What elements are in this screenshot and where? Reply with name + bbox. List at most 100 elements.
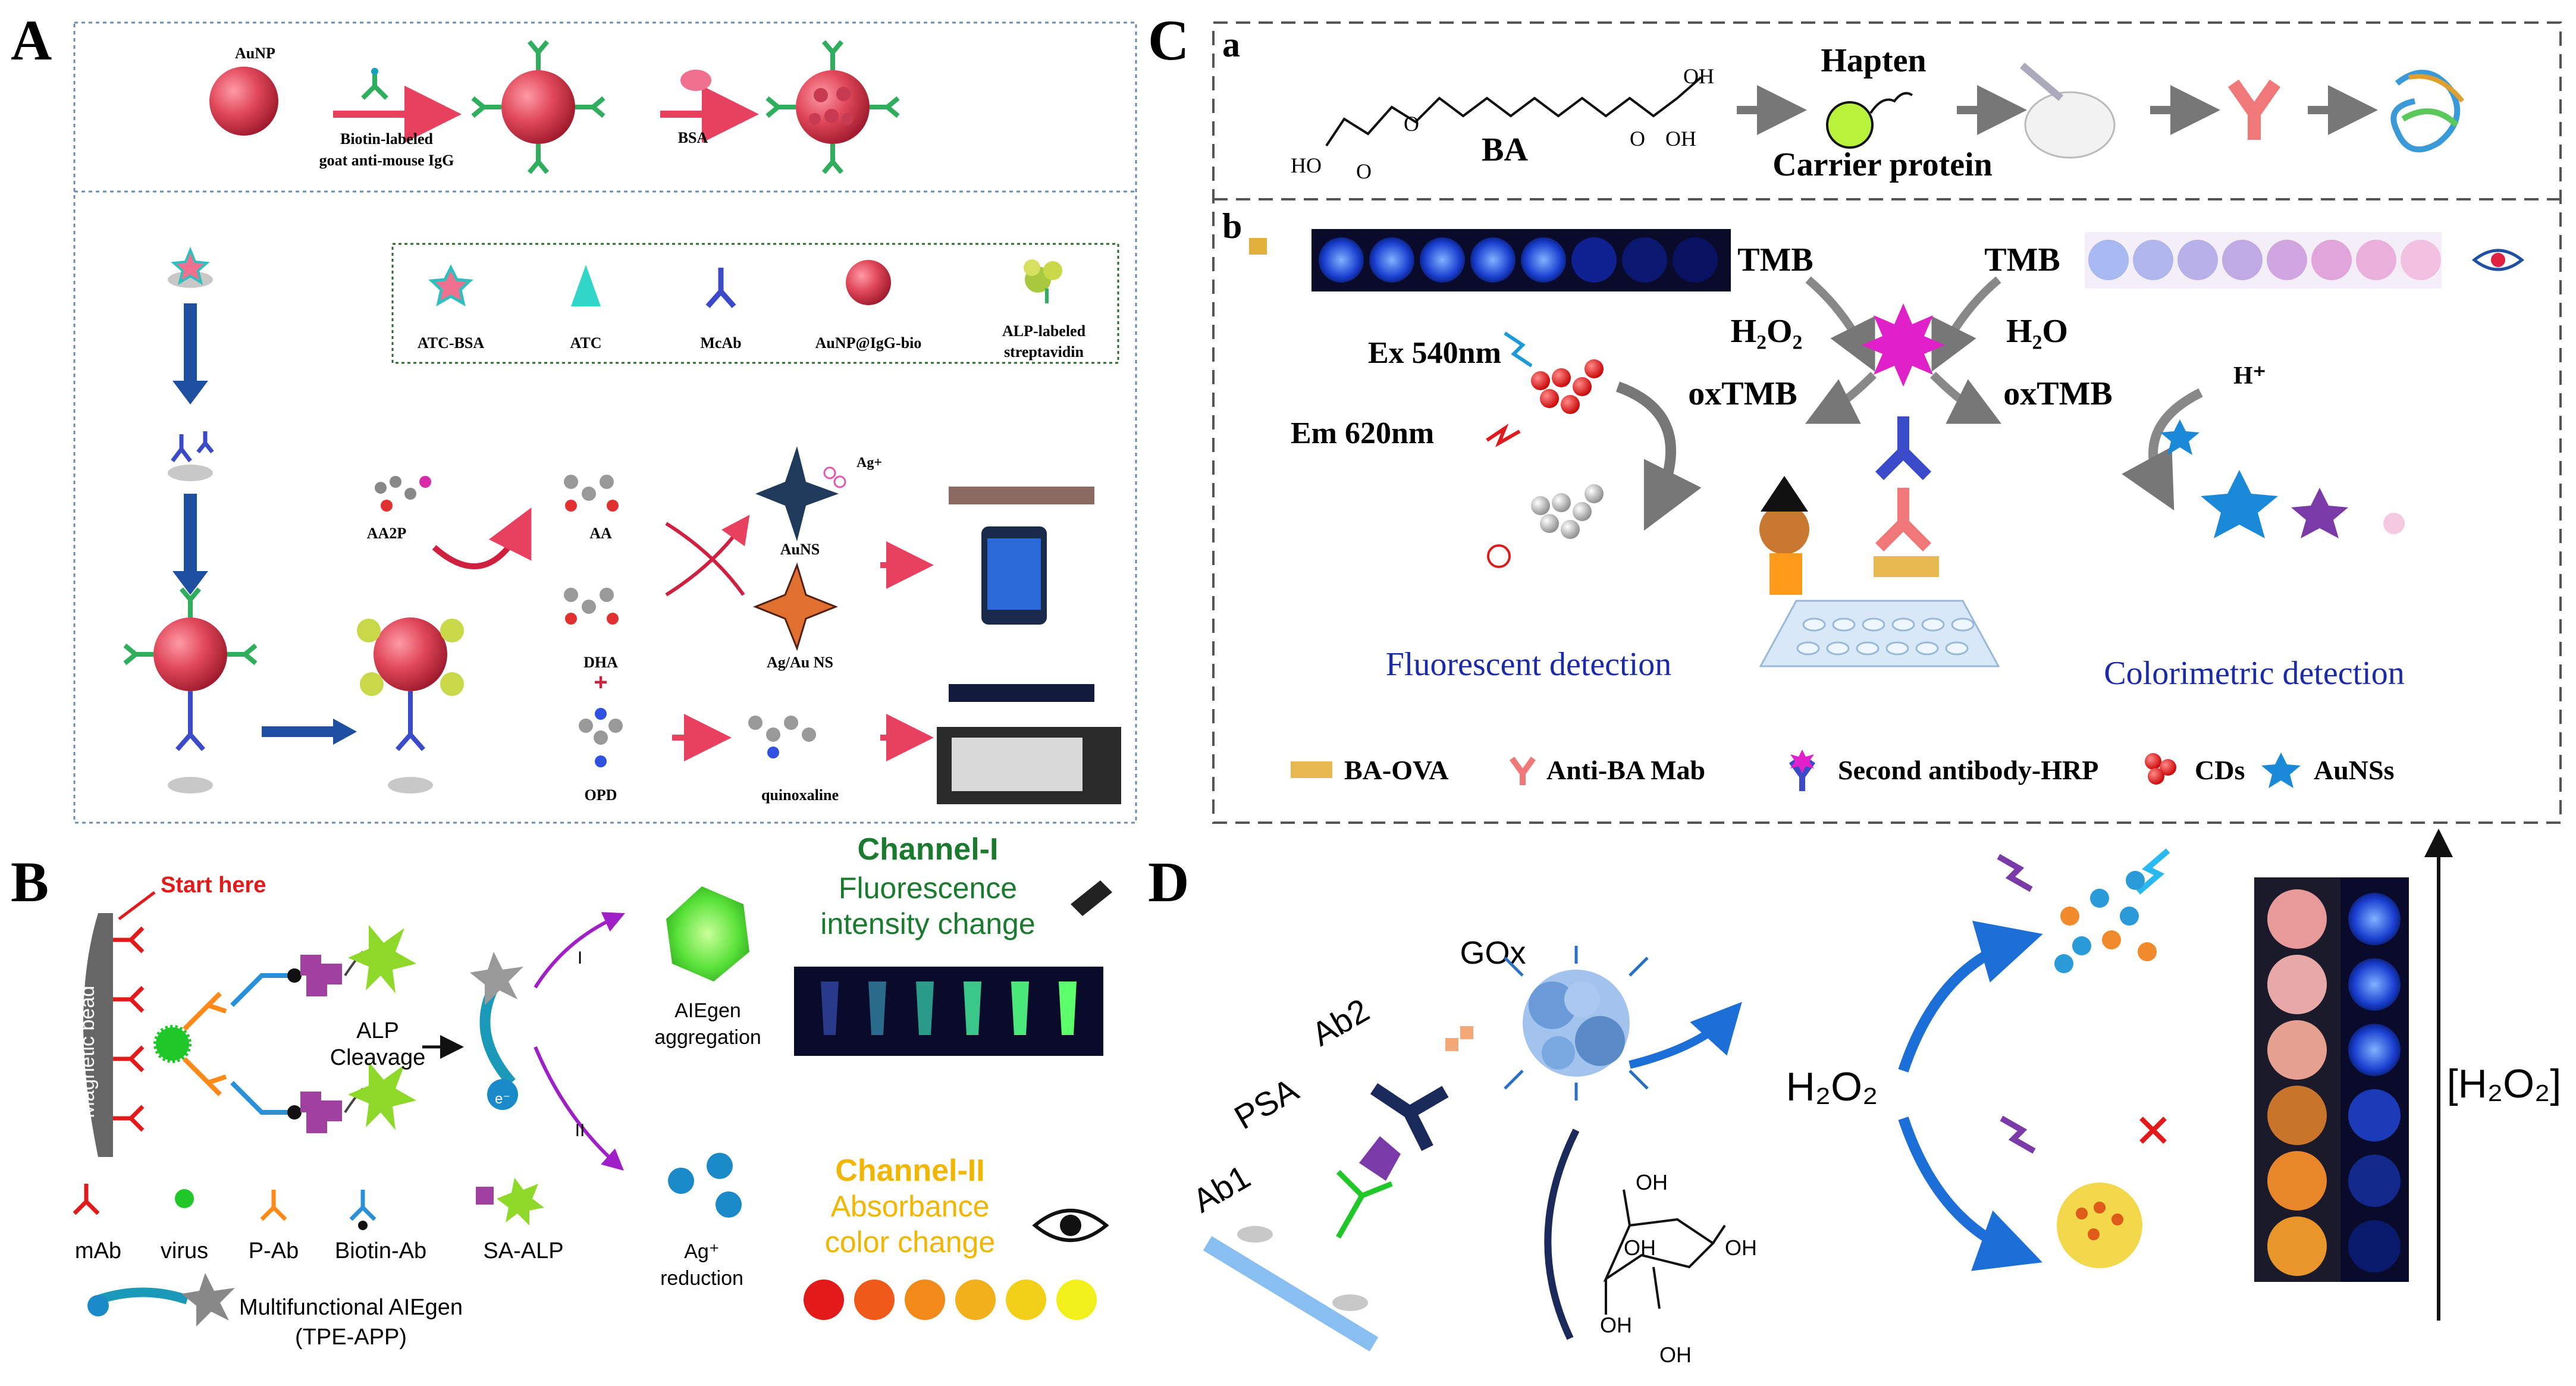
panel-c: C a b HO O O OH O OH BA Hapten Carrier p… (1148, 8, 2562, 824)
no-light-icon (1487, 544, 1511, 568)
glucose-ring (1603, 1189, 1726, 1315)
arrow-oxtmb-left (1805, 372, 1877, 424)
dha-label: DHA (583, 654, 618, 671)
plus-sign: + (594, 669, 607, 695)
arrow-gox (1629, 1002, 1742, 1069)
start-here: Start here (161, 873, 266, 898)
atc-label: ATC (570, 334, 602, 352)
h2o2-c: H₂O₂ (1731, 313, 1803, 350)
aiegen-star (470, 952, 523, 1005)
emission-bolt (1486, 424, 1521, 447)
arrow-a3-head (333, 719, 357, 745)
auns-label: AuNS (780, 541, 820, 558)
ba-ho-1: HO (1291, 153, 1322, 177)
arrow-to-dispersed (1898, 920, 2043, 1073)
hrp-burst (1862, 303, 1945, 387)
chem-quinoxaline (748, 716, 816, 758)
chem-dha (564, 588, 619, 625)
biotin-ab-complex (230, 973, 291, 1115)
protein-structure-icon (2390, 70, 2465, 153)
elisa-plate (1759, 600, 2000, 667)
auns-star (755, 446, 839, 541)
fluorescent-wells (1319, 237, 1718, 283)
bsa-icon (680, 70, 711, 91)
legend-mab: mAb (75, 1238, 121, 1263)
eye-icon-c (2471, 249, 2525, 271)
h2o2-axis-label: [H₂O₂] (2447, 1061, 2562, 1106)
legend-pab: P-Ab (249, 1238, 299, 1263)
glucose-oh-5: OH (1624, 1236, 1656, 1260)
ba-oh-1: OH (1683, 64, 1714, 88)
psa-antigen (1359, 1136, 1401, 1181)
cds-cluster (1531, 359, 1604, 414)
fluor-detection: Fluorescent detection (1386, 646, 1672, 683)
chem-opd (579, 708, 623, 767)
legend-anti-ba: Anti-BA Mab (1546, 755, 1705, 785)
arrow-etch (2122, 388, 2203, 511)
alp-streptavidin-icon (1024, 259, 1062, 303)
hapten-linker (1869, 92, 1913, 114)
gox-enzyme-cluster (1523, 970, 1630, 1077)
legend-second: Second antibody-HRP (1838, 755, 2098, 785)
h2o-c: H₂O (2006, 313, 2068, 350)
arrow-glucose (1544, 1128, 1580, 1340)
quenched-cds (1531, 484, 1604, 539)
color-detection: Colorimetric detection (2104, 655, 2404, 692)
small-auns (2160, 419, 2200, 455)
cleavage-text: Cleavage (330, 1045, 426, 1070)
legend-mab-icon (73, 1184, 100, 1215)
substrate-surface (1203, 1236, 1379, 1351)
virus-particle (153, 1025, 192, 1063)
bolt-purple-bottom (2000, 1115, 2036, 1154)
legend-cds: CDs (2195, 755, 2245, 785)
glucose-oh-1: OH (1636, 1170, 1668, 1194)
carrier-label: Carrier protein (1772, 146, 1993, 183)
no-signal-mark (2139, 1117, 2167, 1144)
panel-b: B Start here Magnetic bead ALP Cleavage (11, 832, 1112, 1350)
channel2-line1: Absorbance (831, 1190, 990, 1223)
ab1-antibody (1336, 1169, 1393, 1239)
legend-multi-2: (TPE-APP) (295, 1325, 407, 1350)
aunp-sphere (209, 67, 278, 136)
igg-bio-icon (361, 68, 388, 100)
channel2-line2: color change (825, 1225, 995, 1259)
legend-aiegen-star (181, 1273, 235, 1327)
aggregation-text: aggregation (654, 1026, 761, 1049)
sa-square-1 (300, 955, 342, 996)
ag-electrons (668, 1153, 742, 1218)
biotin-dot-1 (287, 968, 302, 983)
chem-aa2p (375, 476, 431, 512)
legend-biotin-dot (358, 1221, 368, 1230)
purple-auns (2291, 488, 2348, 538)
aunp-bsa-sphere (796, 70, 870, 144)
fluorescent-column (2348, 893, 2401, 1272)
ba-o-1: O (1356, 159, 1372, 183)
arrow-oxtmb-right (1930, 372, 2002, 424)
linker-square-1 (1445, 1038, 1458, 1051)
psa-label: PSA (1228, 1070, 1305, 1136)
legend-aiegen-electron (87, 1295, 109, 1316)
mcab-label: McAb (700, 334, 741, 352)
gox-spikes (1504, 946, 1649, 1100)
panel-c-frame (1212, 21, 2562, 824)
aiegen-electron (487, 1079, 518, 1110)
plate-reader-body (952, 738, 1083, 791)
alp-label-1: ALP-labeled (1002, 322, 1086, 340)
ba-ova-on-plate (1874, 556, 1939, 577)
channel1-title: Channel-I (858, 832, 999, 867)
legend-biotin-ab-icon (349, 1190, 376, 1221)
colorimetric-column (2267, 889, 2327, 1276)
ba-o-2: O (1404, 112, 1419, 136)
legend-biotin-ab: Biotin-Ab (335, 1238, 426, 1263)
aunp-igg-antibodies (471, 40, 605, 174)
gox-label: GOx (1460, 935, 1526, 971)
h2o2-d: H₂O₂ (1786, 1064, 1878, 1109)
legend-aunss: AuNSs (2314, 755, 2395, 785)
cartoon-character (1759, 476, 1809, 595)
biotin-dot-2 (287, 1105, 302, 1120)
ba-chain (1325, 76, 1702, 147)
aunp-igg-sphere (501, 70, 575, 144)
alp-star-1 (348, 925, 416, 993)
legend-alp-icon (497, 1178, 544, 1225)
fluorescence-tubes (794, 967, 1103, 1056)
